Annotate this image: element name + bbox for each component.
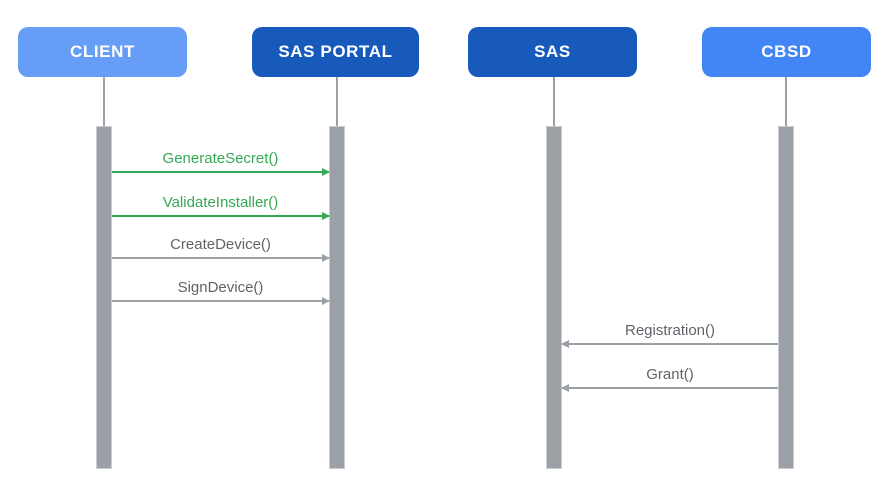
lifeline-sas	[553, 77, 555, 126]
arrow-right-icon	[322, 167, 330, 176]
arrow-left-icon	[561, 383, 569, 392]
arrow-right-icon	[322, 253, 330, 262]
message-line	[112, 215, 329, 217]
actor-box-sas-portal: SAS PORTAL	[252, 27, 419, 77]
arrow-left-icon	[561, 339, 569, 348]
activation-bar-client	[96, 126, 112, 469]
actor-label-cbsd: CBSD	[761, 42, 812, 61]
actor-box-cbsd: CBSD	[702, 27, 871, 77]
arrow-right-icon	[322, 211, 330, 220]
activation-bar-cbsd	[778, 126, 794, 469]
arrow-right-icon	[322, 296, 330, 305]
message-label: ValidateInstaller()	[162, 194, 279, 211]
message-label: SignDevice()	[177, 279, 264, 296]
actor-box-sas: SAS	[468, 27, 637, 77]
message-label: GenerateSecret()	[162, 150, 279, 167]
message-line	[112, 300, 329, 302]
actor-label-sas-portal: SAS PORTAL	[278, 42, 393, 61]
message-label: CreateDevice()	[170, 236, 271, 253]
actor-label-sas: SAS	[534, 42, 571, 61]
message-line	[562, 343, 778, 345]
lifeline-client	[103, 77, 105, 126]
lifeline-cbsd	[785, 77, 787, 126]
lifeline-sas-portal	[336, 77, 338, 126]
activation-bar-sas	[546, 126, 562, 469]
activation-bar-sas-portal	[329, 126, 345, 469]
message-label: Grant()	[646, 366, 694, 383]
actor-label-client: CLIENT	[70, 42, 135, 61]
actor-box-client: CLIENT	[18, 27, 187, 77]
message-line	[112, 257, 329, 259]
message-line	[112, 171, 329, 173]
message-line	[562, 387, 778, 389]
message-label: Registration()	[624, 322, 716, 339]
